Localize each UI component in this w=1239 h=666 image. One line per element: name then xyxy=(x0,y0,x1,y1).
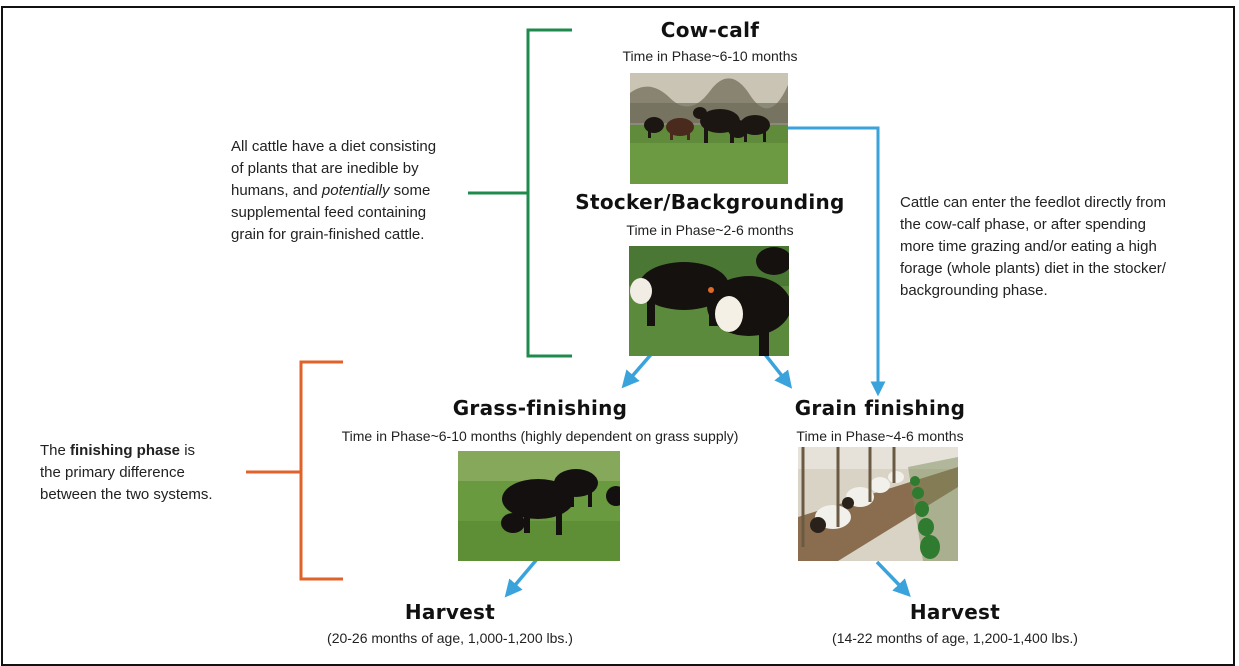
stocker-time: Time in Phase~2-6 months xyxy=(626,222,794,238)
finishing-note-line: The finishing phase is xyxy=(40,440,250,462)
feedlot-bunk-cattle-photo xyxy=(798,447,958,561)
stocker-title: Stocker/Backgrounding xyxy=(575,190,845,214)
diet-note-line: grain for grain-finished cattle. xyxy=(231,226,425,243)
arrow-cowcalf-to-grain xyxy=(772,126,886,397)
arrow-grain-to-harvest xyxy=(875,560,911,598)
green-bracket xyxy=(468,28,572,358)
feedlot-note-line: the cow-calf phase, or after spending xyxy=(900,216,1146,233)
diet-note-line: All cattle have a diet consisting xyxy=(231,138,437,155)
finishing-note: The finishing phase is the primary diffe… xyxy=(40,440,250,506)
feedlot-note-line: backgrounding phase. xyxy=(900,282,1048,299)
diet-note-line: of plants that are inedible by xyxy=(231,160,419,177)
harvest-grain-title: Harvest xyxy=(909,600,1001,624)
grain-finishing-time: Time in Phase~4-6 months xyxy=(796,428,964,444)
grazing-black-cattle-photo xyxy=(458,451,620,561)
cow-calf-time: Time in Phase~6-10 months xyxy=(622,48,798,64)
finishing-note-bold: finishing phase xyxy=(70,442,181,459)
diet-note-line: humans, and potentially some xyxy=(231,180,491,202)
finishing-note-prefix: The xyxy=(40,442,71,459)
finishing-note-suffix: is xyxy=(180,442,196,459)
diet-note-prefix: humans, and xyxy=(231,182,322,199)
diet-note-suffix: some xyxy=(393,182,431,199)
grass-finishing-title: Grass-finishing xyxy=(452,396,628,420)
finishing-note-line: between the two systems. xyxy=(40,486,213,503)
diet-note-line: supplemental feed containing xyxy=(231,204,427,221)
feedlot-note-line: more time grazing and/or eating a high xyxy=(900,238,1157,255)
diet-note-emphasis: potentially xyxy=(321,182,390,199)
black-and-white-face-cattle-photo xyxy=(629,246,789,356)
harvest-grain-detail: (14-22 months of age, 1,200-1,400 lbs.) xyxy=(832,630,1078,646)
feedlot-note-line: forage (whole plants) diet in the stocke… xyxy=(900,260,1166,277)
grain-finishing-title: Grain finishing xyxy=(794,396,966,420)
feedlot-note-line: Cattle can enter the feedlot directly fr… xyxy=(900,194,1166,211)
harvest-grass-title: Harvest xyxy=(404,600,496,624)
connector-lines xyxy=(246,28,911,598)
grass-finishing-time: Time in Phase~6-10 months (highly depend… xyxy=(341,428,739,444)
finishing-note-line: the primary difference xyxy=(40,464,185,481)
cow-calf-title: Cow-calf xyxy=(660,18,760,42)
orange-bracket xyxy=(246,360,343,581)
cattle-herd-pasture-photo xyxy=(630,73,788,184)
diet-note: All cattle have a diet consisting of pla… xyxy=(231,136,491,246)
harvest-grass-detail: (20-26 months of age, 1,000-1,200 lbs.) xyxy=(327,630,573,646)
feedlot-note: Cattle can enter the feedlot directly fr… xyxy=(900,192,1220,302)
